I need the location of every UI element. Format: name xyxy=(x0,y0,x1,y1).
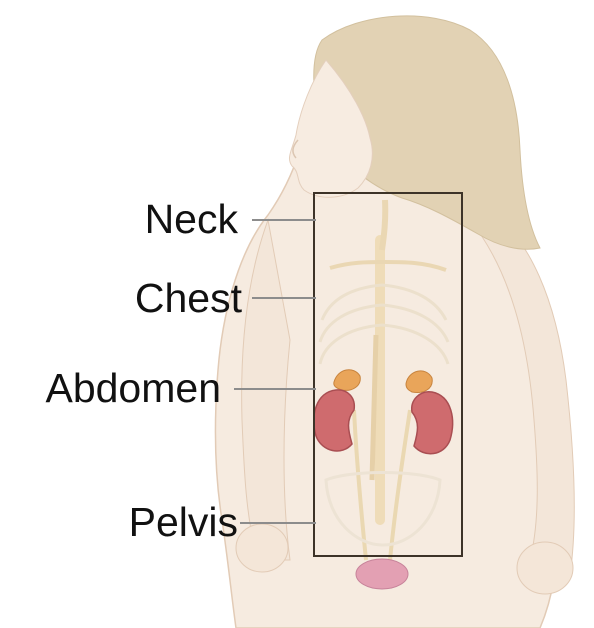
neck-label: Neck xyxy=(145,199,238,240)
bladder xyxy=(356,559,408,589)
right-kidney xyxy=(412,392,453,454)
chest-label: Chest xyxy=(135,278,242,319)
pelvis-label: Pelvis xyxy=(129,502,238,543)
right-hand xyxy=(517,542,573,594)
trachea xyxy=(382,200,385,250)
left-hand xyxy=(236,524,288,572)
abdomen-label: Abdomen xyxy=(45,368,221,409)
left-kidney xyxy=(314,390,355,451)
